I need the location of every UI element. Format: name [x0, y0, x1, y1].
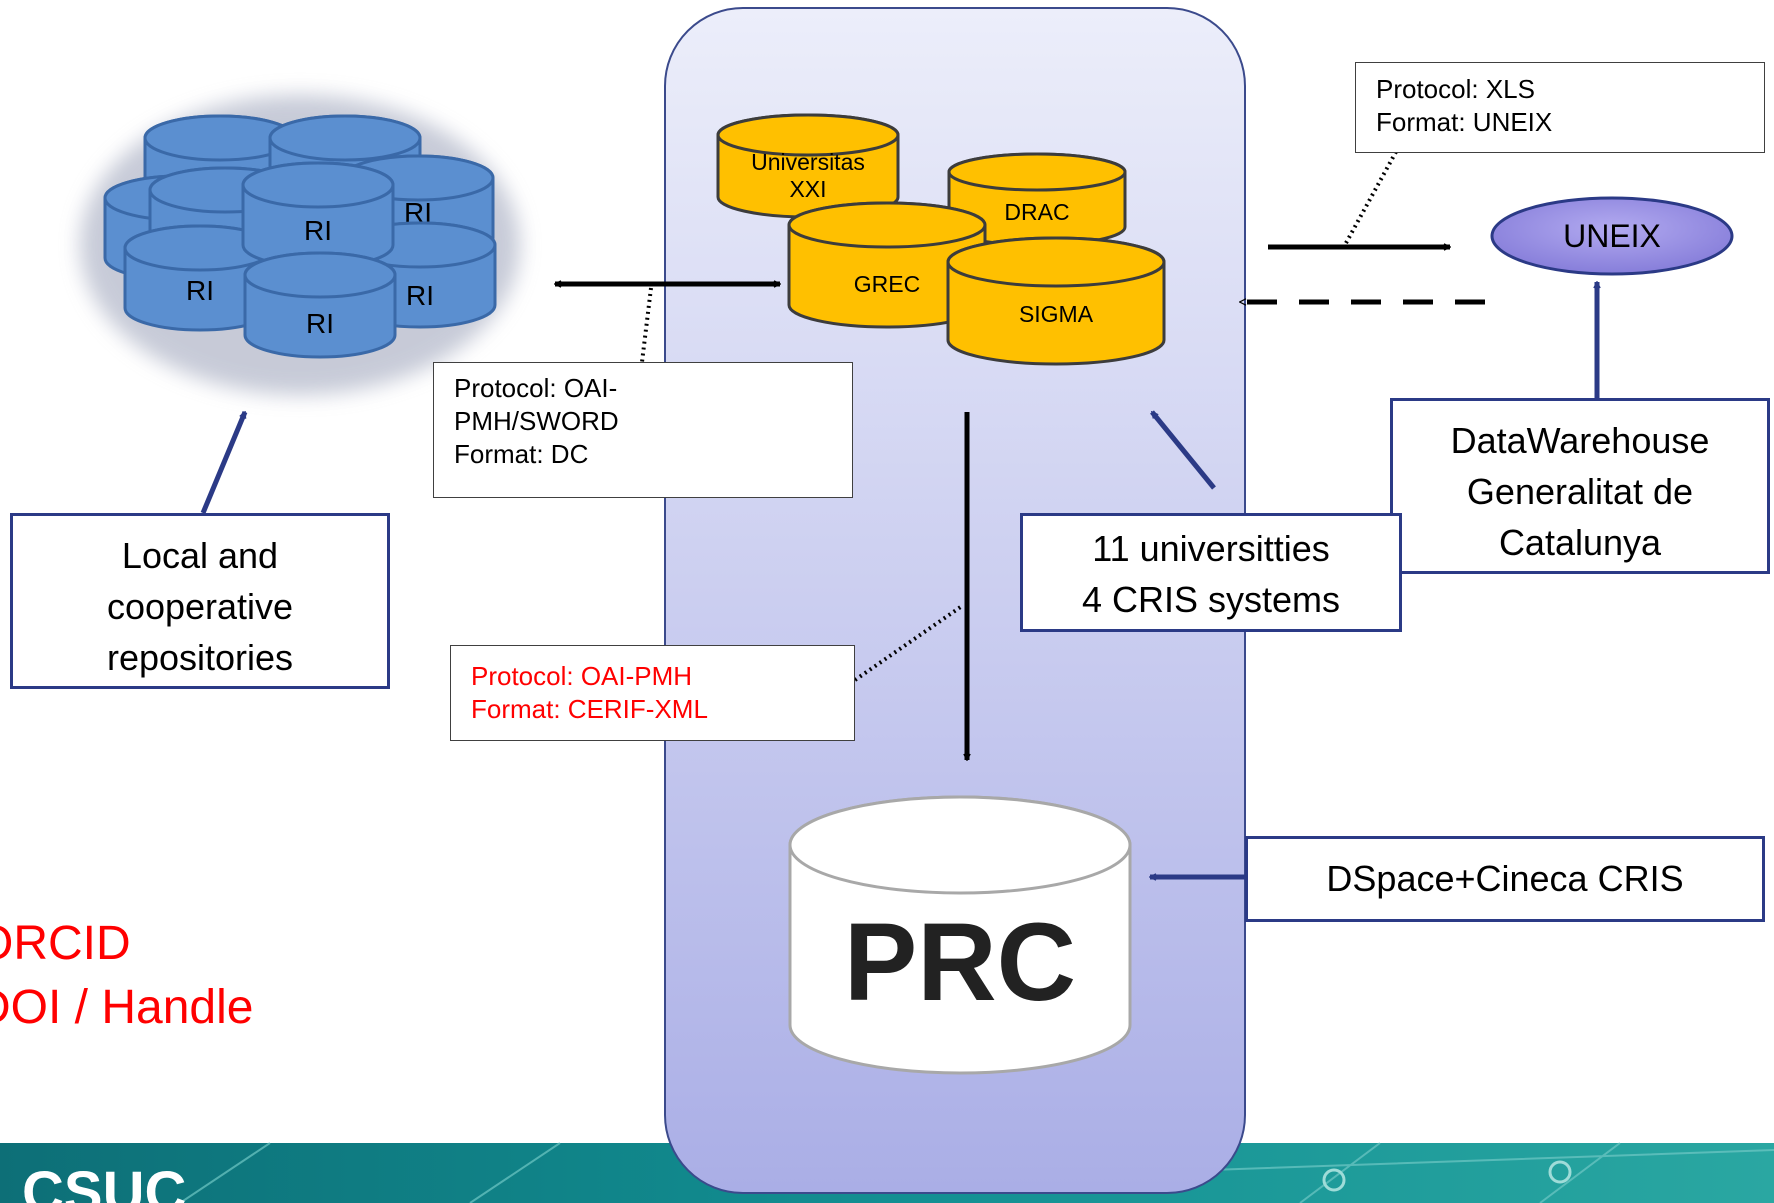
datawarehouse-line-1: DataWarehouse [1450, 420, 1710, 461]
cris-sigma-label: SIGMA [1019, 301, 1094, 327]
ri-cylinder: RI [241, 161, 395, 269]
cerif-callout-connector [853, 604, 964, 682]
cris-universitas-xxi-label: XXI [789, 176, 826, 202]
ri-cylinder-label: RI [406, 280, 434, 311]
local-line-2: cooperative [106, 586, 294, 627]
xls-line-1: Protocol: XLS [1376, 74, 1535, 104]
cris-drac-label: DRAC [1004, 199, 1069, 225]
ri-cylinder: RI [123, 224, 277, 332]
oai-line-2: PMH/SWORD [454, 406, 619, 436]
ri-cylinder-label: RI [304, 215, 332, 246]
local-line-1: Local and [121, 535, 279, 576]
universities-line-2: 4 CRIS systems [1081, 579, 1341, 620]
identifier-orcid: ORCID [0, 917, 131, 970]
datawarehouse-box: DataWarehouse Generalitat de Catalunya [1390, 398, 1770, 574]
cris-drac: DRAC [947, 152, 1127, 247]
footer-logo: CSUC [22, 1160, 186, 1203]
local-repositories-box: Local and cooperative repositories [10, 513, 390, 689]
platform-box: DSpace+Cineca CRIS [1245, 836, 1765, 922]
prc-label: PRC [844, 901, 1076, 1024]
oai-line-3: Format: DC [454, 439, 589, 469]
cerif-line-2: Format: CERIF-XML [471, 694, 708, 724]
cris-sigma: SIGMA [946, 236, 1166, 366]
oai-line-1: Protocol: OAI- [454, 373, 618, 403]
identifiers-list: ORCID DOI / Handle [0, 912, 253, 1040]
ri-cylinder-label: RI [306, 308, 334, 339]
cerif-line-1: Protocol: OAI-PMH [471, 661, 693, 691]
prc-database: PRC [788, 795, 1132, 1075]
local-to-ri-arrow [200, 412, 248, 514]
universities-to-cris-arrow [1150, 410, 1216, 490]
uneix-node: UNEIX [1490, 196, 1734, 276]
xls-protocol-box: Protocol: XLS Format: UNEIX [1355, 62, 1765, 153]
ri-cylinder: RI [243, 251, 397, 359]
xls-callout-connector [1344, 149, 1399, 244]
cris-grec: GREC [787, 201, 987, 329]
cris-universitas-xxi-label: Universitas [751, 149, 865, 175]
xls-line-2: Format: UNEIX [1376, 107, 1553, 137]
platform-label: DSpace+Cineca CRIS [1326, 858, 1684, 899]
local-line-3: repositories [106, 637, 294, 678]
datawarehouse-line-3: Catalunya [1498, 522, 1662, 563]
universities-box: 11 universitties 4 CRIS systems [1020, 513, 1402, 632]
identifier-doi-handle: DOI / Handle [0, 981, 254, 1034]
oai-callout-connector [640, 287, 653, 363]
ri-cylinder-label: RI [186, 275, 214, 306]
datawarehouse-line-2: Generalitat de [1466, 471, 1694, 512]
cris-grec-label: GREC [854, 271, 920, 297]
cerif-protocol-box: Protocol: OAI-PMH Format: CERIF-XML [450, 645, 855, 741]
uneix-label: UNEIX [1563, 218, 1661, 254]
universities-line-1: 11 universitties [1092, 528, 1330, 569]
oai-sword-protocol-box: Protocol: OAI- PMH/SWORD Format: DC [433, 362, 853, 498]
